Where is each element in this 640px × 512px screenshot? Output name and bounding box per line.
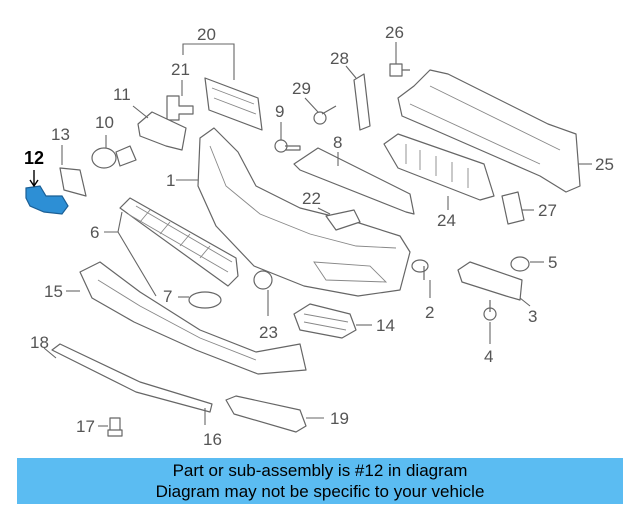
callout-29: 29 (292, 79, 311, 98)
callout-12-arrow (29, 170, 39, 188)
callout-6: 6 (90, 223, 99, 242)
sensor-10[interactable] (91, 145, 137, 169)
callout-18: 18 (30, 333, 49, 352)
banner-line-1: Part or sub-assembly is #12 in diagram (172, 461, 468, 480)
bolt-21[interactable] (166, 95, 194, 121)
callout-13: 13 (51, 125, 70, 144)
callout-17: 17 (76, 417, 95, 436)
grille[interactable] (119, 197, 239, 287)
info-banner: Part or sub-assembly is #12 in diagram D… (17, 458, 623, 504)
bolt-9[interactable] (274, 139, 301, 153)
clip-17[interactable] (107, 417, 123, 437)
strip-18[interactable] (51, 343, 213, 413)
callout-6-leader (104, 211, 157, 297)
callout-15: 15 (44, 282, 63, 301)
callout-22: 22 (302, 189, 321, 208)
bracket-13[interactable] (59, 167, 87, 197)
callout-7: 7 (163, 287, 172, 306)
callout-20-leader (182, 43, 235, 80)
fog-grille-14[interactable] (293, 303, 357, 339)
callout-9: 9 (275, 102, 284, 121)
bracket-27[interactable] (501, 191, 525, 225)
callout-23: 23 (259, 323, 278, 342)
callout-1: 1 (166, 171, 175, 190)
cap-22[interactable] (325, 209, 361, 231)
callout-19: 19 (330, 409, 349, 428)
callout-4: 4 (484, 347, 493, 366)
bolt-2[interactable] (411, 259, 429, 280)
callout-2: 2 (425, 303, 434, 322)
bracket-3[interactable] (457, 261, 523, 301)
callout-12: 12 (24, 148, 44, 168)
callout-11: 11 (113, 85, 131, 104)
callout-28: 28 (330, 49, 349, 68)
ring-23[interactable] (253, 270, 273, 290)
callout-26: 26 (385, 23, 404, 42)
banner-line-2: Diagram may not be specific to your vehi… (155, 482, 485, 501)
nut-5[interactable] (510, 256, 530, 272)
bracket-11[interactable] (137, 111, 187, 151)
callout-20: 20 (197, 25, 216, 44)
lower-cover[interactable] (79, 261, 307, 375)
bolt-26[interactable] (389, 63, 410, 77)
callout-14: 14 (376, 316, 395, 335)
emblem[interactable] (188, 291, 222, 309)
callout-8: 8 (333, 133, 342, 152)
callout-25: 25 (595, 155, 614, 174)
sensor-12-highlighted[interactable] (25, 185, 69, 215)
callout-21: 21 (171, 60, 190, 79)
callout-5: 5 (548, 253, 557, 272)
absorber-24[interactable] (383, 133, 495, 201)
callout-16: 16 (203, 430, 222, 449)
callout-10: 10 (95, 113, 114, 132)
fog-cover-19[interactable] (225, 395, 307, 433)
bolt-29[interactable] (313, 105, 337, 125)
callout-3: 3 (528, 307, 537, 326)
bolt-4[interactable] (483, 300, 497, 321)
callout-24: 24 (437, 211, 456, 230)
bracket-8[interactable] (293, 147, 415, 215)
bumper-cover[interactable] (197, 127, 411, 297)
bracket-28[interactable] (353, 73, 371, 131)
callout-27: 27 (538, 201, 557, 220)
